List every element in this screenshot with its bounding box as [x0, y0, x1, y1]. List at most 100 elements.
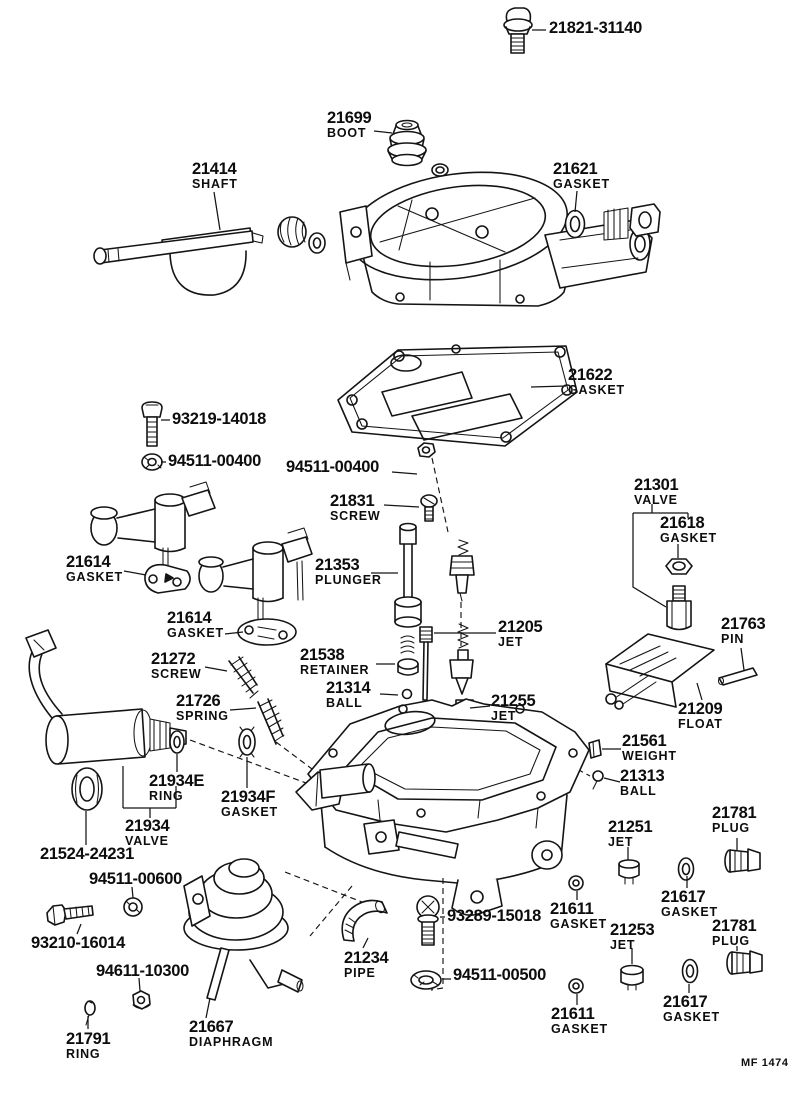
shaft-spring-drawing [277, 205, 373, 281]
part-number: 21538 [300, 646, 345, 664]
part-description: GASKET [66, 570, 123, 585]
part-label-b94511-00500: 94511-00500 [453, 966, 547, 984]
part-description: GASKET [660, 531, 717, 546]
part-number: 93219-14018 [172, 410, 266, 428]
part-number: 21791 [66, 1030, 111, 1048]
part-number: 94511-00500 [453, 966, 547, 984]
part-label-b93210: 93210-16014 [31, 934, 125, 952]
part-number: 93289-15018 [447, 907, 541, 925]
bolt-21821-drawing [503, 7, 533, 54]
part-number: 21621 [553, 160, 598, 178]
screw-21272-drawing [228, 656, 259, 699]
pipe-21234-drawing [341, 899, 388, 942]
part-number: 21614 [66, 553, 111, 571]
screw-93219-drawing [141, 401, 163, 447]
part-number: 21205 [498, 618, 543, 636]
ring-21791-drawing [84, 1000, 96, 1026]
part-description: GASKET [663, 1010, 720, 1025]
part-number: 21414 [192, 160, 237, 178]
part-description: JET [608, 835, 634, 850]
part-description: GASKET [568, 383, 625, 398]
part-number: 21314 [326, 679, 371, 697]
part-number: 21618 [660, 514, 705, 532]
part-description: GASKET [553, 177, 610, 192]
part-number: 21614 [167, 609, 212, 627]
ball-21314-drawing [401, 688, 413, 700]
gasket-21611-upper-drawing [568, 875, 584, 891]
part-number: 21353 [315, 556, 360, 574]
part-description: JET [498, 635, 524, 650]
ball-21313-drawing [592, 770, 604, 790]
oring-21524-drawing [71, 767, 103, 811]
gasket-21934f-drawing [238, 726, 256, 758]
part-label-b94611: 94611-10300 [96, 962, 189, 980]
part-description: GASKET [661, 905, 718, 920]
part-number: 21781 [712, 917, 757, 935]
part-label-b94511-00400-l: 94511-00400 [168, 452, 262, 470]
pump-lever-upper-drawing [90, 481, 216, 571]
part-number: 21611 [550, 900, 594, 918]
part-label-b94511-00400-r: 94511-00400 [286, 458, 379, 476]
part-number: 21234 [344, 949, 389, 967]
throttle-shaft-drawing [93, 227, 264, 296]
part-number: 21934 [125, 817, 170, 835]
part-description: GASKET [167, 626, 224, 641]
plug-21781-lower-drawing [726, 950, 763, 975]
part-number: 21255 [491, 692, 536, 710]
power-valve-drawing [449, 539, 475, 602]
part-number: 94511-00600 [89, 870, 183, 888]
plug-21781-upper-drawing [724, 848, 761, 873]
part-description: PLUNGER [315, 573, 382, 588]
jet-21205-drawing [419, 626, 433, 701]
part-number: 21313 [620, 767, 665, 785]
screw-21831-drawing [420, 494, 438, 522]
solenoid-valve-21934-drawing [25, 629, 187, 765]
part-number: 94511-00400 [168, 452, 262, 470]
part-description: GASKET [551, 1022, 608, 1037]
part-number: 21561 [622, 732, 667, 750]
part-number: 21934E [149, 772, 205, 790]
diaphragm-21667-drawing [183, 858, 304, 1001]
screw-93289-drawing [416, 895, 440, 946]
part-number: 21667 [189, 1018, 234, 1036]
part-description: GASKET [550, 917, 607, 932]
part-description: SCREW [151, 667, 202, 682]
nut-94611-drawing [132, 990, 151, 1010]
pump-lever-lower-drawing [198, 527, 313, 621]
part-description: VALVE [125, 834, 169, 849]
plunger-21353-drawing [394, 522, 422, 654]
part-description: JET [491, 709, 517, 724]
part-number: 21524-24231 [40, 845, 134, 863]
float-21209-drawing [605, 633, 715, 710]
gasket-21617-lower-drawing [681, 958, 699, 984]
part-number: 21934F [221, 788, 276, 806]
boot-drawing [387, 119, 427, 167]
part-number: 21617 [661, 888, 706, 906]
part-description: WEIGHT [622, 749, 677, 764]
part-number: 21781 [712, 804, 757, 822]
weight-21561-drawing [588, 739, 602, 759]
part-description: JET [610, 938, 636, 953]
